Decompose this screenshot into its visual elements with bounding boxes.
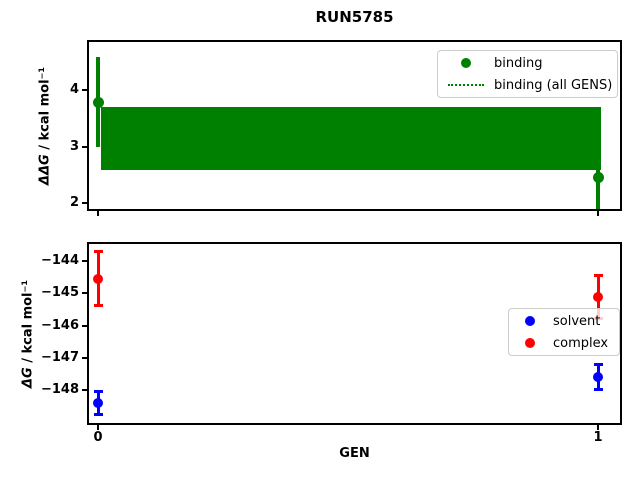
legend-label: binding (all GENS) — [494, 77, 613, 93]
y-tick-mark — [82, 389, 87, 392]
y-axis-label-symbol: ΔΔG — [37, 153, 53, 185]
x-tick-label: 1 — [593, 430, 603, 445]
error-bar-cap — [93, 413, 103, 417]
y-tick-label: 2 — [69, 195, 79, 211]
y-tick-mark — [82, 292, 87, 295]
data-point-complex — [93, 273, 103, 284]
data-point-complex — [593, 291, 603, 302]
y-tick-label: −145 — [40, 285, 79, 301]
data-point-solvent — [93, 398, 103, 409]
legend-label: solvent — [553, 313, 601, 329]
top-plot-area — [89, 42, 620, 209]
bottom-plot-area — [89, 244, 620, 423]
legend-label: binding — [494, 55, 543, 71]
y-tick-mark — [82, 145, 87, 148]
y-tick-label: −148 — [40, 382, 79, 398]
bottom-axes: ΔG / kcal mol⁻¹ solvent complex −144−145… — [21, 242, 622, 445]
y-tick-mark — [82, 260, 87, 263]
y-tick-label: −146 — [40, 317, 79, 333]
y-tick-label: 3 — [69, 138, 79, 154]
legend-item-binding-all-gens: binding (all GENS) — [446, 74, 613, 96]
x-tick-mark — [97, 425, 99, 430]
y-tick-mark — [82, 89, 87, 92]
y-tick-mark — [82, 356, 87, 359]
x-tick-mark — [597, 211, 599, 216]
error-bar-cap — [93, 390, 103, 394]
uncertainty-band — [101, 106, 601, 170]
legend-item-binding: binding — [446, 52, 609, 74]
error-bar-cap — [593, 273, 603, 277]
solvent-marker-icon — [517, 316, 543, 326]
error-bar-cap — [93, 250, 103, 254]
complex-marker-icon — [517, 338, 543, 348]
legend-item-complex: complex — [517, 332, 611, 354]
y-tick-label: −147 — [40, 349, 79, 365]
y-tick-mark — [82, 324, 87, 327]
binding-marker-icon — [446, 58, 486, 68]
data-point-binding — [592, 171, 604, 183]
page-title: RUN5785 — [315, 8, 394, 26]
x-axis-label: GEN — [339, 446, 370, 461]
x-tick-label: 0 — [93, 430, 103, 445]
top-axes: ΔΔG / kcal mol⁻¹ binding binding (all GE… — [38, 40, 622, 216]
top-legend: binding binding (all GENS) — [437, 50, 618, 98]
error-bar-cap — [593, 362, 603, 366]
bottom-legend: solvent complex — [508, 308, 620, 356]
dotted-line-icon — [446, 84, 486, 86]
x-tick-mark — [97, 211, 99, 216]
y-tick-mark — [82, 202, 87, 205]
legend-label: complex — [553, 335, 609, 351]
x-tick-mark — [597, 425, 599, 430]
data-point-binding — [92, 96, 104, 108]
legend-item-solvent: solvent — [517, 310, 611, 332]
y-tick-label: 4 — [69, 82, 79, 98]
error-bar-cap — [593, 387, 603, 391]
y-tick-label: −144 — [40, 253, 79, 269]
error-bar-cap — [93, 304, 103, 308]
data-point-solvent — [593, 371, 603, 382]
